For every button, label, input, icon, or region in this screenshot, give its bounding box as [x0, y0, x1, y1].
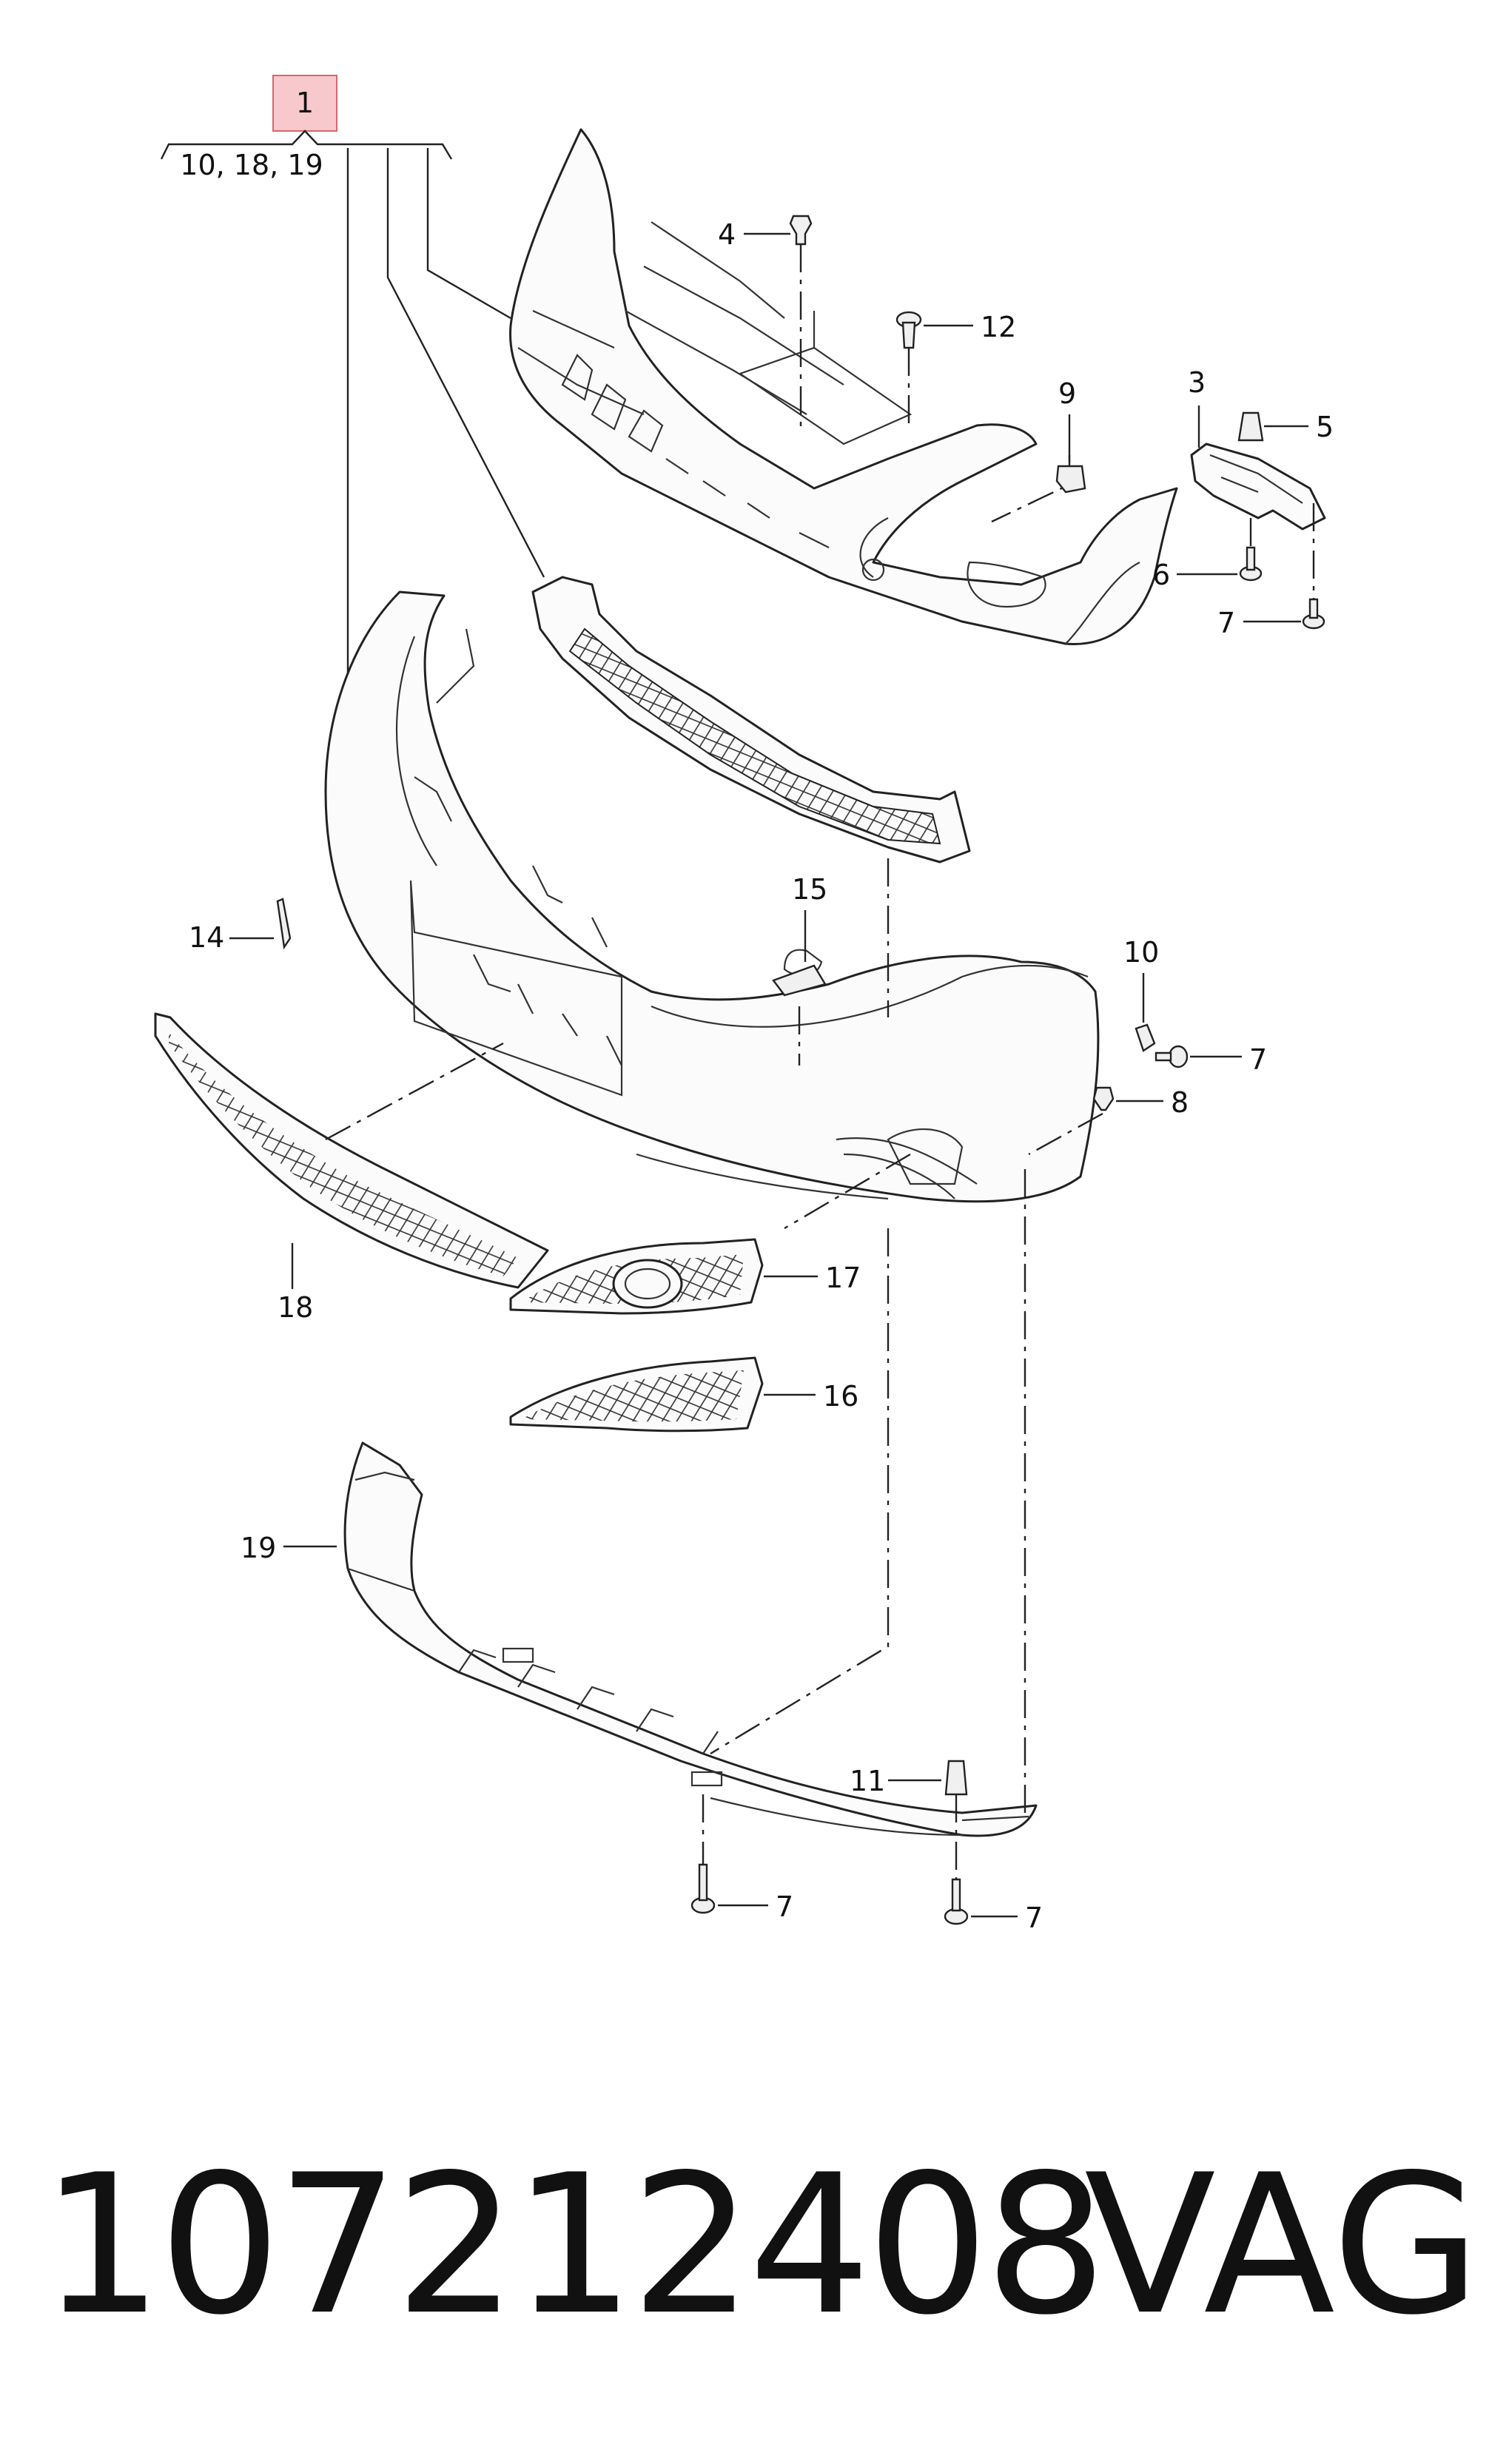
fastener-9	[1055, 465, 1086, 494]
fastener-7b	[1155, 1045, 1189, 1068]
callout-12: 12	[981, 311, 1016, 343]
callout-4: 4	[718, 218, 736, 251]
assembly-line-8	[1028, 1112, 1103, 1156]
fastener-7a	[1302, 598, 1325, 630]
callout-16: 16	[823, 1380, 858, 1413]
assembly-line-17	[784, 1153, 911, 1230]
callout-1-sub-label: 10, 18, 19	[180, 149, 323, 181]
callout-7d: 7	[1025, 1902, 1043, 1934]
fastener-7d	[944, 1878, 969, 1925]
callout-1-group: 1 10, 18, 19	[160, 75, 545, 710]
foglight-grille-17-part	[509, 1238, 764, 1315]
bumper-cover-part	[324, 590, 1100, 1203]
spoiler-19-part	[343, 1441, 1038, 1837]
callout-3: 3	[1188, 366, 1206, 399]
fastener-10	[1135, 1023, 1156, 1052]
callout-1-label: 1	[296, 87, 314, 119]
leader-1-to-10	[386, 148, 545, 578]
callout-6: 6	[1152, 559, 1170, 591]
fastener-4	[789, 215, 813, 246]
callout-7c: 7	[776, 1891, 793, 1923]
callout-9: 9	[1058, 377, 1076, 410]
callout-19: 19	[241, 1532, 276, 1564]
callout-18: 18	[278, 1291, 313, 1324]
callout-15: 15	[792, 873, 827, 906]
fastener-14	[276, 898, 292, 950]
grille-16-part	[509, 1356, 764, 1433]
fastener-5	[1237, 411, 1264, 442]
callout-1-highlight	[272, 75, 337, 132]
leader-1-to-19	[426, 148, 511, 320]
callout-17: 17	[825, 1262, 861, 1294]
callout-1-bracket	[160, 129, 453, 160]
callout-11: 11	[850, 1765, 885, 1797]
fastener-11	[944, 1760, 968, 1796]
part-number: 107212408	[41, 2134, 1107, 2357]
fastener-6	[1239, 546, 1263, 582]
callout-7a: 7	[1217, 607, 1235, 639]
upper-grille-part	[531, 576, 971, 864]
brand-label: VAG	[1084, 2134, 1481, 2357]
bumper-carrier-part	[509, 128, 1178, 645]
fastener-12	[895, 311, 922, 349]
callout-5: 5	[1316, 411, 1334, 443]
assembly-line-grille	[325, 1042, 504, 1141]
callout-8: 8	[1171, 1086, 1189, 1119]
fastener-8	[1092, 1086, 1115, 1111]
callout-7b: 7	[1249, 1043, 1267, 1076]
fastener-7c	[690, 1863, 716, 1914]
side-bracket-part	[1190, 405, 1326, 531]
callout-10: 10	[1123, 936, 1159, 969]
lower-grille-part	[154, 1012, 549, 1289]
assembly-line-9	[991, 455, 1071, 523]
callout-14: 14	[189, 921, 224, 954]
fastener-15	[772, 964, 827, 997]
assembly-line-lower	[710, 1228, 890, 1755]
